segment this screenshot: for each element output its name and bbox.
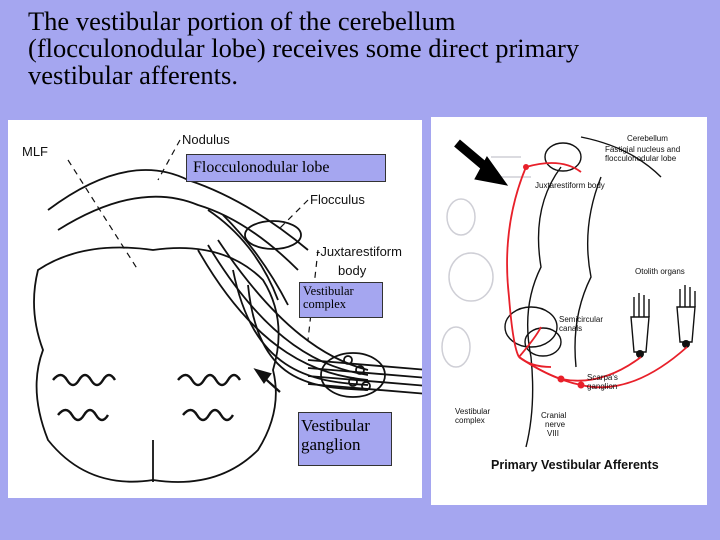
label-vestibular-complex-line-1: Vestibular [455, 407, 491, 416]
label-juxtarestiform: -Juxtarestiform [316, 244, 402, 259]
label-scarpa-line-2: ganglion [587, 382, 618, 391]
label-mlf: MLF [22, 144, 48, 159]
callout-vestibular-ganglion: Vestibular ganglion [298, 412, 392, 466]
slide-title: The vestibular portion of the cerebellum… [28, 8, 708, 89]
label-flocculus: Flocculus [310, 192, 365, 207]
title-line-3: vestibular afferents. [28, 60, 238, 90]
label-vestibular-complex-line-2: complex [455, 416, 485, 425]
vestibular-afferents-diagram: Cerebellum Fastigial nucleus and floccul… [431, 117, 707, 505]
label-body: body [338, 263, 367, 278]
label-cranial-line-1: Cranial [541, 411, 567, 420]
afferents-drawing [441, 136, 696, 448]
callout-vestibular-complex-line-1: Vestibular [303, 284, 354, 298]
label-scarpa-line-1: Scarpa's [587, 373, 618, 382]
callout-vestibular-complex-line-2: complex [303, 297, 347, 311]
label-fastigial-line-2: flocculonodular lobe [605, 154, 677, 163]
label-fastigial-line-1: Fastigial nucleus and [605, 145, 681, 154]
title-line-1: The vestibular portion of the cerebellum [28, 6, 456, 36]
label-semicircular-line-2: canals [559, 324, 583, 333]
label-juxtarestiform-body: Juxtarestiform body [535, 181, 605, 190]
callout-vestibular-ganglion-line-1: Vestibular [301, 416, 370, 435]
label-cranial-line-3: VIII [547, 429, 560, 438]
callout-vestibular-complex: Vestibular complex [299, 282, 383, 318]
brainstem-cross-section-diagram: MLF Nodulus Flocculus -Juxtarestiform bo… [8, 120, 422, 498]
brainstem-drawing [33, 139, 422, 483]
callout-flocculonodular-lobe: Flocculonodular lobe [186, 154, 386, 182]
title-line-2: (flocculonodular lobe) receives some dir… [28, 33, 580, 63]
label-semicircular-line-1: Semicircular [559, 315, 604, 324]
label-otolith-organs: Otolith organs [635, 267, 685, 276]
caption-primary-vestibular-afferents: Primary Vestibular Afferents [491, 458, 659, 472]
callout-flocculonodular-text: Flocculonodular lobe [193, 159, 330, 176]
label-nodulus: Nodulus [182, 132, 230, 147]
label-cerebellum: Cerebellum [627, 134, 668, 143]
callout-vestibular-ganglion-line-2: ganglion [301, 435, 361, 454]
label-cranial-line-2: nerve [545, 420, 566, 429]
